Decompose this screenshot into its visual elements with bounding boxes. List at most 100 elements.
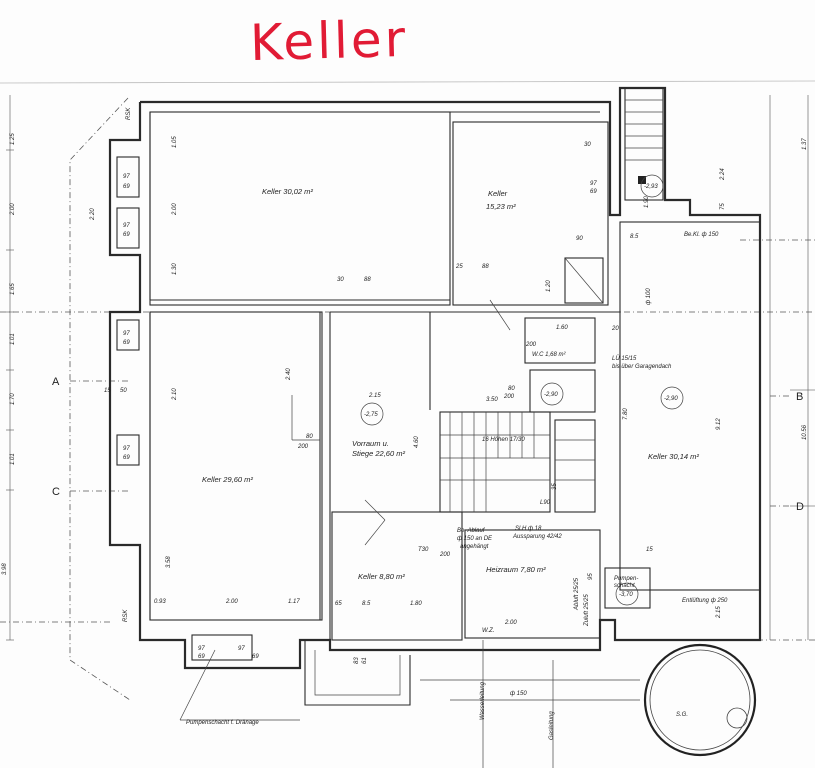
room-keller-4 [619,221,761,591]
note-p150: ф 150 [510,691,527,697]
svg-text:200: 200 [503,394,515,400]
svg-text:61: 61 [362,657,368,664]
pump-shaft-small [604,567,651,609]
svg-text:10.56: 10.56 [802,424,808,440]
svg-text:0.93: 0.93 [154,599,166,605]
svg-text:69: 69 [123,340,130,346]
svg-text:1.37: 1.37 [802,138,808,150]
svg-text:1.90: 1.90 [644,196,650,208]
note-pump: Pumpenschacht f. Dränage [186,720,259,726]
staircase [439,411,596,513]
room-vorraum-walls [329,311,620,640]
note-bekl: Be.Kl. ф 150 [684,232,719,238]
boundary-line-left [69,97,131,701]
note-garage: bis über Garagendach [612,364,672,370]
note-lu: LÜ 15/15 [612,355,637,362]
svg-text:3.98: 3.98 [2,563,8,575]
outer-wall [108,86,762,670]
room-keller-2 [452,121,609,306]
svg-text:2.00: 2.00 [504,620,517,626]
room-label-keller-2-name: Keller [488,189,508,198]
svg-text:69: 69 [123,184,130,190]
level-value-4: -2,90 [664,396,678,402]
svg-text:1.60: 1.60 [556,325,568,331]
svg-text:1.05: 1.05 [172,136,178,148]
room-shaft [529,369,596,413]
room-label-keller-1: Keller 30,02 m² [262,187,313,196]
svg-text:ф 100: ф 100 [646,288,652,305]
svg-text:1.30: 1.30 [172,263,178,275]
note-aussparung-2: Aussparung 42/42 [512,534,562,540]
svg-text:1.01: 1.01 [10,453,16,465]
svg-text:30: 30 [337,277,344,283]
svg-text:2.15: 2.15 [368,393,381,399]
svg-text:69: 69 [198,654,205,660]
note-aussparung-1: Sl.H ф 18 [515,526,542,532]
svg-text:80: 80 [508,386,515,392]
external-stair [624,87,664,201]
note-stair: 16 Höhen 17/30 [482,437,525,443]
note-bodenablauf-2: ф 150 an DE [457,536,493,542]
room-label-wc: W.C 1,68 m² [532,352,566,358]
note-pump-small-2: schacht [614,583,635,589]
note-wz: W.Z. [482,628,494,634]
svg-text:3.58: 3.58 [166,556,172,568]
svg-text:2.00: 2.00 [225,599,238,605]
room-keller-5 [331,511,463,641]
svg-text:1.65: 1.65 [10,283,16,295]
note-rsk-1: RSK [126,107,132,120]
svg-text:2.40: 2.40 [286,368,292,381]
inner-wall-lines [149,111,600,641]
svg-text:35: 35 [552,483,558,490]
room-label-keller-2-area: 15,23 m² [486,202,516,211]
svg-text:69: 69 [123,232,130,238]
svg-text:69: 69 [252,654,259,660]
note-wasser: Wasserleitung [480,681,486,720]
outer-wall-lower [304,640,411,706]
note-zuluft: Zuluft 25/25 [584,594,590,627]
level-marker-3 [540,382,564,406]
svg-text:15: 15 [104,388,111,394]
note-bodenablauf-3: angehängt [460,544,489,550]
svg-text:65: 65 [335,601,342,607]
door-keller-3 [291,395,320,441]
room-label-heizraum: Heizraum 7,80 m² [486,565,546,574]
note-bodenablauf-1: Bo. Ablauf [457,528,486,534]
svg-text:20: 20 [611,326,619,332]
svg-text:97: 97 [590,181,597,187]
svg-text:200: 200 [525,342,537,348]
door-keller-5 [364,499,386,546]
svg-text:97: 97 [123,223,130,229]
room-label-vorraum-2: Stiege 22,60 m² [352,449,405,458]
svg-text:8.5: 8.5 [362,601,371,607]
room-wc [524,317,596,364]
svg-text:30: 30 [584,142,591,148]
note-sg: S.G. [676,712,688,718]
svg-text:88: 88 [482,264,489,270]
svg-text:97: 97 [123,174,130,180]
svg-text:1.01: 1.01 [10,333,16,345]
svg-text:50: 50 [120,388,127,394]
axis-label-c: C [52,486,60,498]
room-keller-3 [149,311,323,621]
level-marker-5 [615,582,639,606]
svg-text:69: 69 [590,189,597,195]
light-wells-left [116,156,253,661]
septic-tank [643,643,757,757]
door-keller-2 [489,299,511,331]
svg-text:25: 25 [455,264,463,270]
svg-text:2.00: 2.00 [172,203,178,216]
room-label-keller-4: Keller 30,14 m² [648,452,699,461]
room-keller-1 [149,111,451,306]
pump-leader [179,649,216,721]
level-marker-1 [640,174,664,198]
shaft-box [564,257,604,304]
room-label-keller-3: Keller 29,60 m² [202,475,253,484]
axis-label-a: A [52,376,60,388]
svg-text:2.10: 2.10 [172,388,178,401]
note-rsk-2: RSK [123,609,129,622]
svg-text:75: 75 [720,203,726,210]
svg-text:4.60: 4.60 [414,436,420,448]
